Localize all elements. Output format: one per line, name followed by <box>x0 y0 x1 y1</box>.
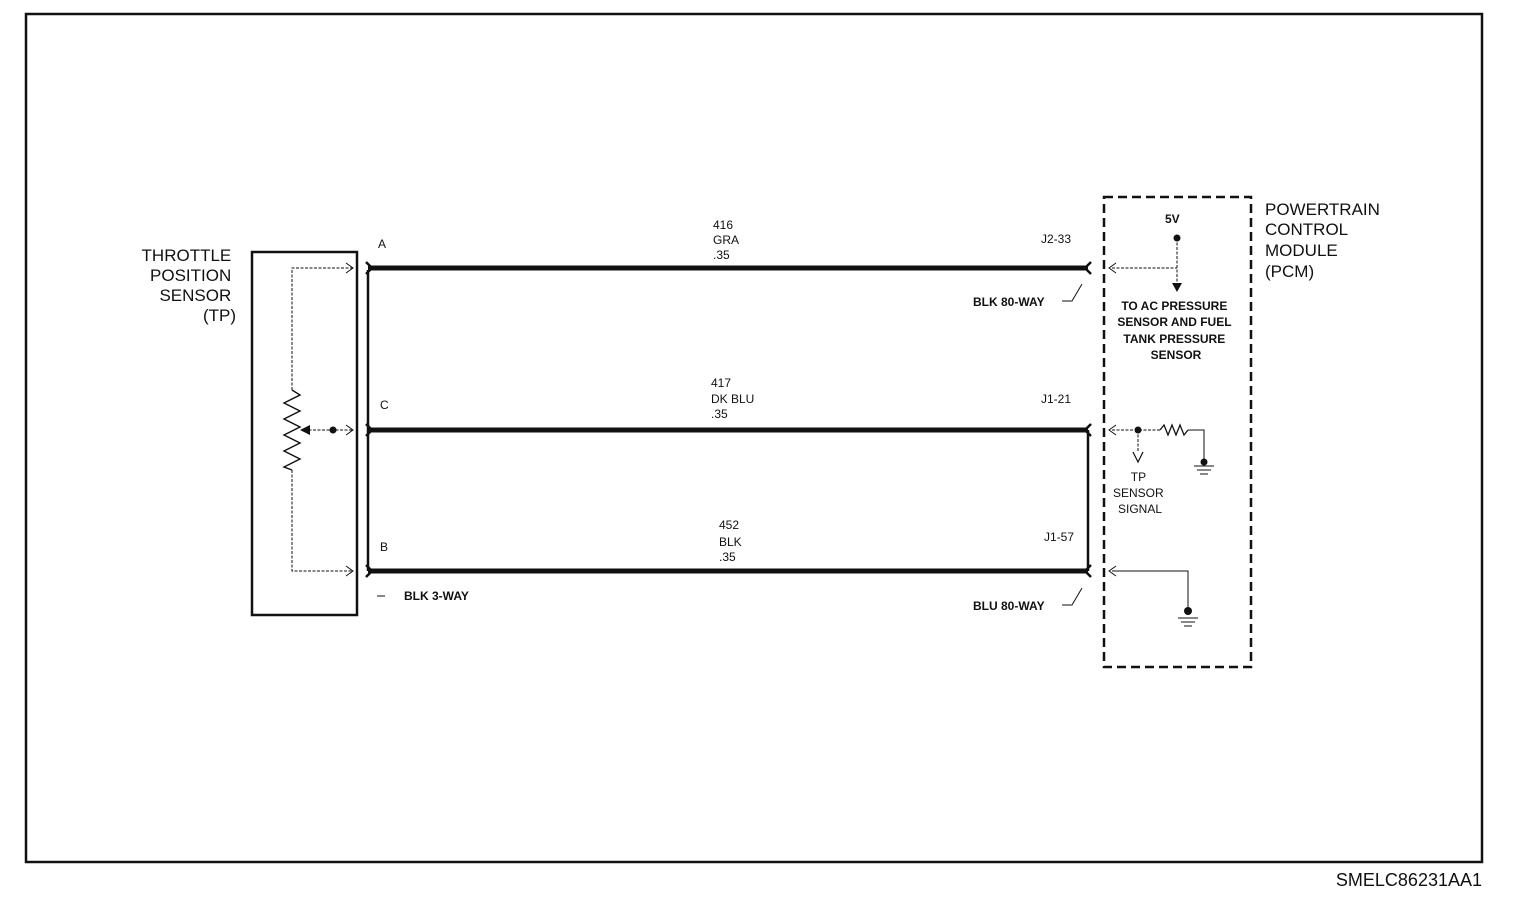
wire-416-label: 416 GRA .35 <box>713 218 742 262</box>
connector-leader <box>1062 283 1083 302</box>
ac-pressure-note: TO AC PRESSURE SENSOR AND FUEL TANK PRES… <box>1117 299 1234 362</box>
terminal-arrow-icon <box>1108 262 1117 274</box>
pcm-connector-bottom-label: BLU 80-WAY <box>973 599 1045 613</box>
pcm-title: POWERTRAIN CONTROL MODULE (PCM) <box>1265 200 1385 281</box>
pin-label-b: B <box>380 540 388 554</box>
tp-signal-note: TP SENSOR SIGNAL <box>1113 470 1167 516</box>
tp-sensor: THROTTLE POSITION SENSOR (TP) A C B BLK … <box>142 237 469 617</box>
tp-wiper-arrow-icon <box>300 425 310 435</box>
wire-452-label: 452 BLK .35 <box>719 518 745 564</box>
tp-internal-ground-wire <box>291 470 353 572</box>
figure-code: SMELC86231AA1 <box>1336 870 1482 890</box>
tp-connector-label: BLK 3-WAY <box>404 589 469 603</box>
tp-internal-ref-wire <box>291 267 353 390</box>
terminal-arrow-icon <box>1108 565 1117 577</box>
tp-wiper-junction-dot <box>329 426 337 434</box>
diagram-frame <box>24 12 1484 864</box>
circuit-416: 416 GRA .35 J2-33 <box>365 218 1092 275</box>
pulldown-resistor-icon <box>1159 423 1189 437</box>
tp-resistor-icon <box>282 389 302 471</box>
terminal-arrow-icon <box>345 262 354 274</box>
ground-icon <box>1178 617 1198 627</box>
ground-junction-dot <box>1200 458 1208 466</box>
terminal-arrow-icon <box>345 424 354 436</box>
circuit-452: 452 BLK .35 J1-57 <box>365 518 1092 578</box>
tp-sensor-title: THROTTLE POSITION SENSOR (TP) <box>142 246 236 325</box>
wire-end-icon <box>365 261 374 275</box>
pcm-pin-j1-21: J1-21 <box>1041 392 1071 406</box>
pulldown-wire <box>1188 429 1205 462</box>
pcm-pin-j1-57: J1-57 <box>1044 530 1074 544</box>
wire-end-icon <box>1083 564 1092 578</box>
wire-end-icon <box>1083 423 1092 437</box>
wire-417-label: 417 DK BLU .35 <box>711 376 758 421</box>
reference-voltage-label: 5V <box>1165 212 1180 226</box>
terminal-arrow-icon <box>345 565 354 577</box>
wire-end-icon <box>1083 261 1092 275</box>
circuit-417: 417 DK BLU .35 J1-21 <box>365 376 1092 437</box>
ground-junction-dot <box>1184 607 1192 615</box>
wire-end-icon <box>365 423 374 437</box>
pcm-pin-j2-33: J2-33 <box>1041 232 1071 246</box>
pin-label-c: C <box>380 398 389 412</box>
ground-wire <box>1112 570 1189 610</box>
down-arrow-icon <box>1172 283 1182 292</box>
pcm-connector-top-label: BLK 80-WAY <box>973 295 1045 309</box>
pcm-box <box>1102 195 1253 669</box>
pin-label-a: A <box>378 237 386 251</box>
wire-end-icon <box>365 564 374 578</box>
down-arrow-icon <box>1132 451 1144 464</box>
connector-leader <box>1062 587 1083 606</box>
pcm: POWERTRAIN CONTROL MODULE (PCM) 5V TO AC… <box>1102 195 1385 669</box>
ground-icon <box>1194 465 1214 475</box>
tp-sensor-box <box>250 250 359 617</box>
terminal-arrow-icon <box>1108 424 1117 436</box>
